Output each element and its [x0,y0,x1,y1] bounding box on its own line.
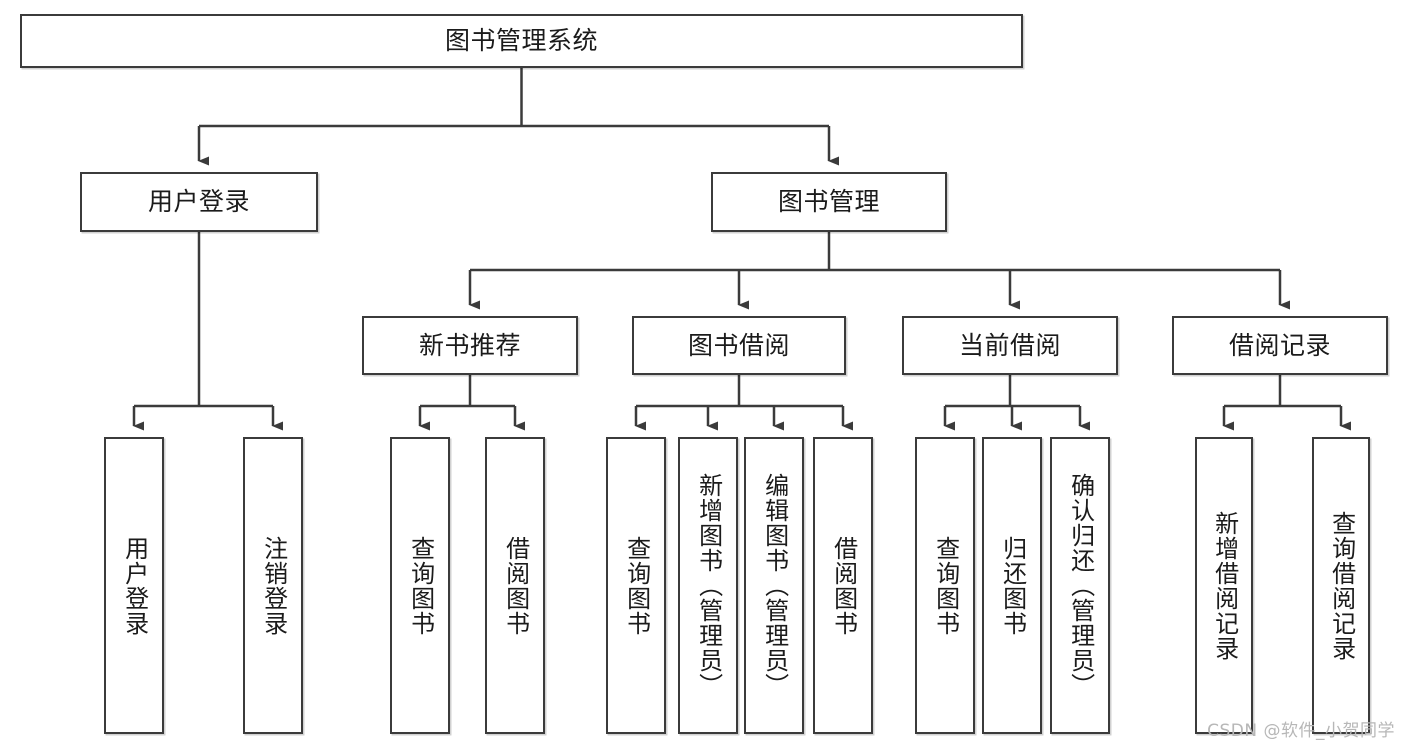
node-book-manage[interactable]: 图书管理 [711,172,947,232]
node-label-book-borrow: 图书借阅 [687,330,790,360]
node-leaf-user-login[interactable]: 用户登录 [104,437,164,734]
node-label-leaf-borrow-2: 借阅图书 [829,535,858,636]
node-label-leaf-add-rec: 新增借阅记录 [1210,510,1239,661]
node-root[interactable]: 图书管理系统 [20,14,1023,68]
node-label-leaf-logout: 注销登录 [259,535,288,636]
node-leaf-query-3[interactable]: 查询图书 [915,437,975,734]
node-leaf-borrow-2[interactable]: 借阅图书 [813,437,873,734]
node-leaf-confirm[interactable]: 确认归还（管理员） [1050,437,1110,734]
node-book-borrow[interactable]: 图书借阅 [632,316,846,375]
node-label-leaf-query-1: 查询图书 [406,535,435,636]
node-label-root: 图书管理系统 [444,26,598,55]
node-label-new-book-rec: 新书推荐 [418,330,521,360]
node-leaf-logout[interactable]: 注销登录 [243,437,303,734]
node-leaf-edit-book[interactable]: 编辑图书（管理员） [744,437,804,734]
node-label-leaf-edit-book: 编辑图书（管理员） [760,473,789,698]
node-label-leaf-confirm: 确认归还（管理员） [1066,473,1095,698]
node-leaf-query-1[interactable]: 查询图书 [390,437,450,734]
node-label-leaf-query-3: 查询图书 [931,535,960,636]
node-label-leaf-query-2: 查询图书 [622,535,651,636]
node-new-book-rec[interactable]: 新书推荐 [362,316,578,375]
node-leaf-add-rec[interactable]: 新增借阅记录 [1195,437,1253,734]
node-user-login[interactable]: 用户登录 [80,172,318,232]
watermark-text: CSDN @软件_小贺同学 [1207,721,1395,741]
node-label-book-manage: 图书管理 [777,187,880,216]
node-leaf-borrow-1[interactable]: 借阅图书 [485,437,545,734]
node-current-borrow[interactable]: 当前借阅 [902,316,1118,375]
node-label-leaf-add-book: 新增图书（管理员） [694,473,723,698]
node-label-current-borrow: 当前借阅 [958,330,1061,360]
node-label-leaf-user-login: 用户登录 [120,535,149,636]
node-label-leaf-query-rec: 查询借阅记录 [1327,510,1356,661]
node-leaf-query-rec[interactable]: 查询借阅记录 [1312,437,1370,734]
node-label-borrow-record: 借阅记录 [1228,330,1331,360]
node-leaf-return[interactable]: 归还图书 [982,437,1042,734]
node-leaf-add-book[interactable]: 新增图书（管理员） [678,437,738,734]
node-borrow-record[interactable]: 借阅记录 [1172,316,1388,375]
node-label-user-login: 用户登录 [147,187,250,216]
node-label-leaf-return: 归还图书 [998,535,1027,636]
node-label-leaf-borrow-1: 借阅图书 [501,535,530,636]
node-leaf-query-2[interactable]: 查询图书 [606,437,666,734]
